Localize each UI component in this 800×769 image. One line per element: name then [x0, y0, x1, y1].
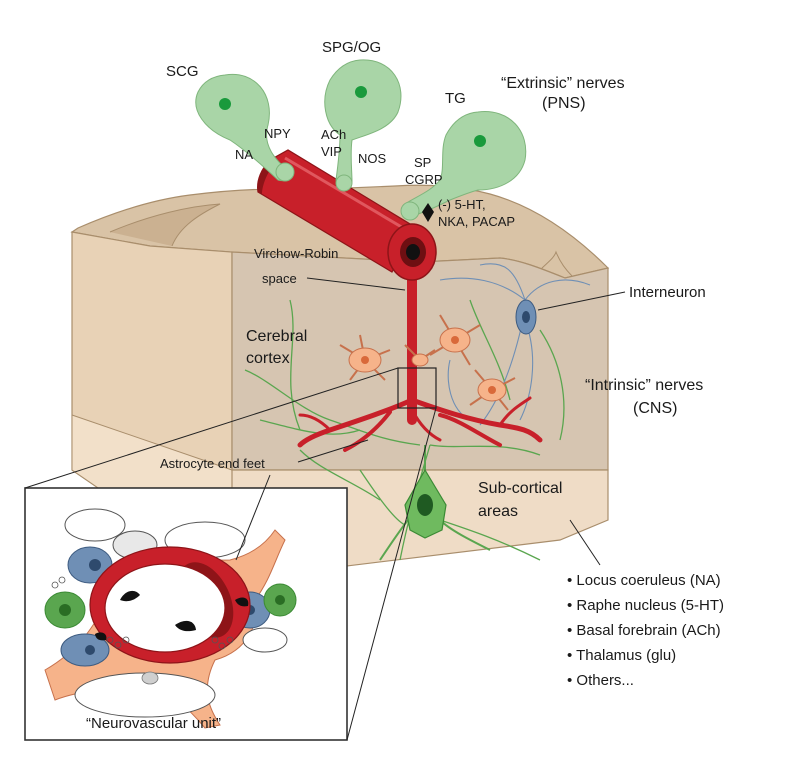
neurovascular-unit-label: “Neurovascular unit” [86, 715, 221, 732]
sulcus-line-2 [539, 250, 573, 277]
tg-label: TG [445, 90, 466, 107]
cortical-astrocytes [339, 314, 516, 411]
astrocyte-2 [429, 314, 481, 366]
subcortical-label-2: areas [478, 503, 518, 520]
intrinsic-label-2: (CNS) [633, 400, 677, 417]
neurovascular-unit-inset [24, 487, 348, 741]
vip-label: VIP [321, 144, 342, 159]
cgrp-label: CGRP [405, 172, 443, 187]
sulcus-line [109, 203, 221, 247]
nos-label: NOS [358, 151, 387, 166]
na-label: NA [235, 147, 253, 162]
list-item: • Locus coeruleus (NA) [567, 572, 721, 589]
intrinsic-label-1: “Intrinsic” nerves [585, 377, 703, 394]
list-item: • Basal forebrain (ACh) [567, 622, 721, 639]
scg-ganglion [195, 73, 295, 182]
zoom-box [397, 367, 437, 409]
sp-label: SP [414, 155, 431, 170]
spg-og-ganglion [324, 59, 402, 192]
cortex-label-2: cortex [246, 350, 290, 367]
cortex-label-1: Cerebral [246, 328, 307, 345]
extrinsic-label-2: (PNS) [542, 95, 586, 112]
list-item: • Others... [567, 672, 634, 689]
receptor-label-2: NKA, PACAP [438, 214, 515, 229]
receptor-label-1: (-) 5-HT, [438, 197, 486, 212]
list-item: • Raphe nucleus (5-HT) [567, 597, 724, 614]
interneuron-nucleus [522, 311, 530, 323]
virchow-label-2: space [262, 271, 297, 286]
list-item: • Thalamus (glu) [567, 647, 676, 664]
astrocyte-3 [469, 369, 516, 411]
virchow-label-1: Virchow-Robin [254, 246, 338, 261]
extrinsic-label-1: “Extrinsic” nerves [501, 75, 625, 92]
astrocyte-4 [404, 344, 436, 367]
subcortical-projection-neuron [379, 445, 491, 561]
npy-label: NPY [264, 126, 291, 141]
scg-label: SCG [166, 63, 199, 80]
pial-artery [257, 149, 437, 281]
spg-og-label: SPG/OG [322, 39, 381, 56]
astrocyte-1 [339, 334, 391, 381]
subcortical-label-1: Sub-cortical [478, 480, 562, 497]
tg-ganglion [400, 111, 527, 221]
receptor-diamond-icon [422, 203, 434, 222]
interneuron-label: Interneuron [629, 284, 706, 301]
subcortical-source-list: • Locus coeruleus (NA) • Raphe nucleus (… [567, 572, 724, 689]
astrocyte-end-feet-label: Astrocyte end feet [160, 456, 265, 471]
ach-label: ACh [321, 127, 346, 142]
leader-lines [24, 277, 626, 741]
